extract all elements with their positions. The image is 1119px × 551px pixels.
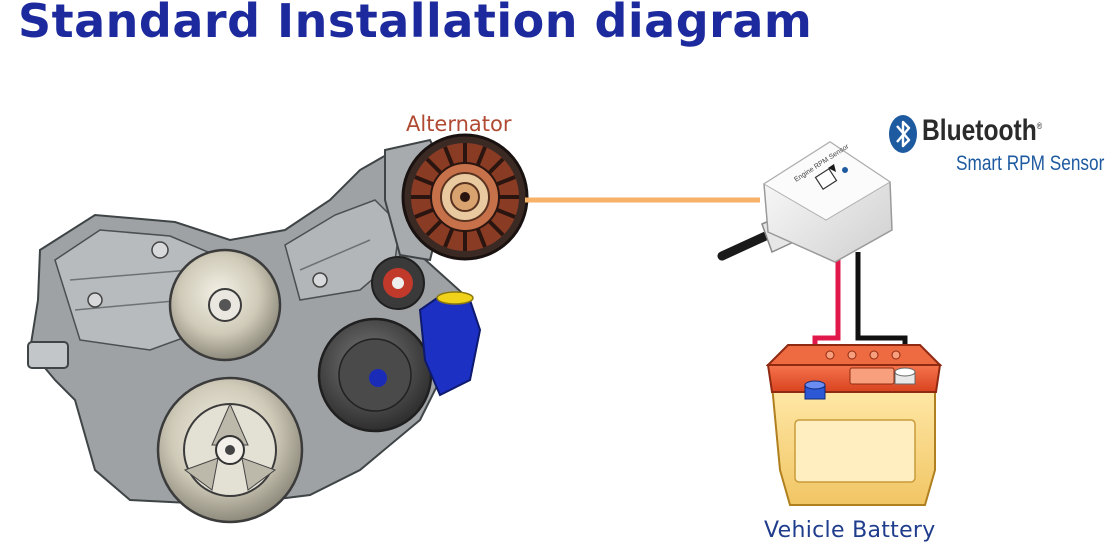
car-battery-icon [765,344,943,506]
rpm-sensor-device: Engine RPM Sensor [717,141,893,263]
page-title: Standard Installation diagram [18,0,813,48]
sensor-name-label: Smart RPM Sensor [956,152,1105,175]
registered-mark: ® [1036,121,1043,131]
alternator-icon [401,133,529,261]
alternator-label: Alternator [406,112,512,136]
engine-illustration [27,138,482,524]
bluetooth-wordmark: Bluetooth® [922,114,1042,148]
battery-label: Vehicle Battery [764,518,936,543]
bluetooth-icon [889,115,917,153]
bluetooth-word: Bluetooth [922,114,1037,147]
